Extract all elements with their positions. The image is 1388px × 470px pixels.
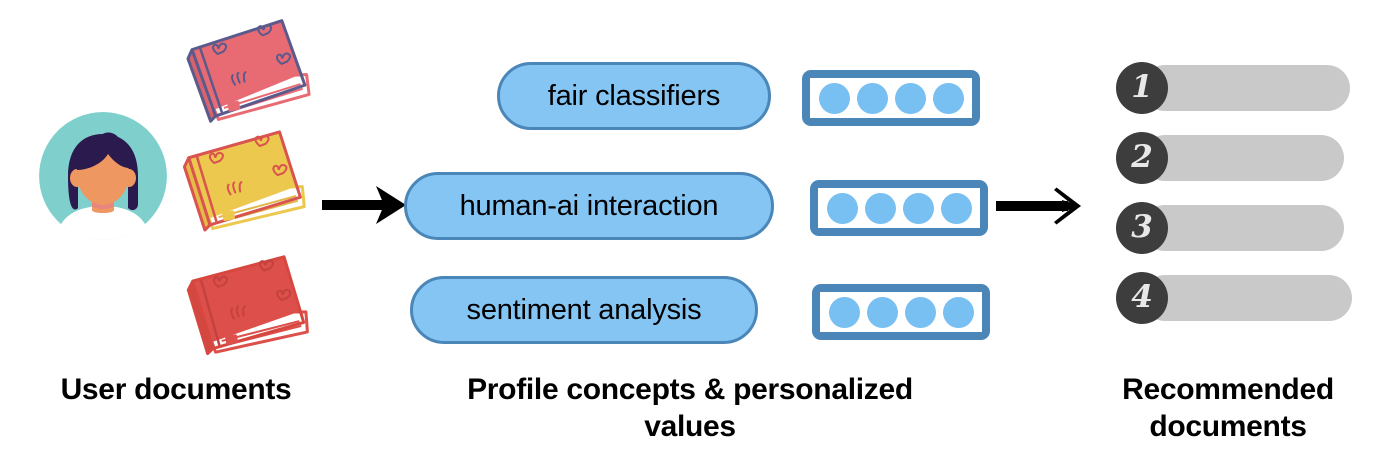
recommended-document-bar (1142, 275, 1352, 321)
caption-profile-concepts-line-2: values (644, 409, 736, 443)
value-dot (864, 192, 896, 224)
recommended-document-row[interactable]: 2 (1116, 132, 1344, 184)
value-dot (940, 192, 972, 224)
value-meter-human-ai-interaction[interactable] (810, 180, 988, 236)
document-book-1 (172, 8, 320, 132)
rank-badge-2: 2 (1116, 132, 1168, 184)
caption-recommended-documents: Recommended documents (1078, 372, 1378, 445)
arrow-profile-to-recommendations-icon (996, 186, 1088, 226)
concept-pill-human-ai-interaction[interactable]: human-ai interaction (404, 172, 774, 240)
value-dot (818, 82, 850, 114)
concept-row: sentiment analysis (404, 272, 994, 350)
user-avatar-illustration (39, 112, 167, 240)
value-meter-fair-classifiers[interactable] (802, 70, 980, 126)
value-meter-track (810, 78, 972, 118)
value-meter-sentiment-analysis[interactable] (812, 284, 990, 340)
value-dot (828, 296, 860, 328)
value-dot (866, 296, 898, 328)
caption-user-documents: User documents (60, 373, 292, 406)
recommended-document-bar (1142, 65, 1350, 111)
value-dot (932, 82, 964, 114)
value-dot (902, 192, 934, 224)
concept-pill-fair-classifiers[interactable]: fair classifiers (497, 62, 771, 130)
value-dot (894, 82, 926, 114)
value-meter-track (818, 188, 980, 228)
caption-profile-concepts-line-1: Profile concepts & personalized (467, 373, 913, 406)
user-avatar (34, 112, 172, 240)
rank-badge-3: 3 (1116, 202, 1168, 254)
recommended-document-bar (1142, 135, 1344, 181)
document-book-2 (168, 118, 316, 242)
recommended-document-row[interactable]: 3 (1116, 202, 1344, 254)
recommended-document-bar (1142, 205, 1344, 251)
value-dot (904, 296, 936, 328)
value-dot (856, 82, 888, 114)
value-dot (942, 296, 974, 328)
concept-pill-sentiment-analysis[interactable]: sentiment analysis (410, 276, 758, 344)
rank-badge-4: 4 (1116, 272, 1168, 324)
rank-badge-1: 1 (1116, 62, 1168, 114)
value-meter-track (820, 292, 982, 332)
caption-recommended-documents-line-1: Recommended (1122, 373, 1334, 406)
recommended-document-row[interactable]: 4 (1116, 272, 1352, 324)
recommended-document-row[interactable]: 1 (1116, 62, 1350, 114)
caption-recommended-documents-line-2: documents (1149, 409, 1307, 443)
value-dot (826, 192, 858, 224)
concept-row: fair classifiers (404, 58, 994, 136)
caption-profile-concepts: Profile concepts & personalized values (395, 372, 985, 445)
concept-row: human-ai interaction (404, 168, 994, 246)
arrow-user-to-profile-icon (322, 183, 414, 227)
document-book-3 (168, 246, 326, 366)
